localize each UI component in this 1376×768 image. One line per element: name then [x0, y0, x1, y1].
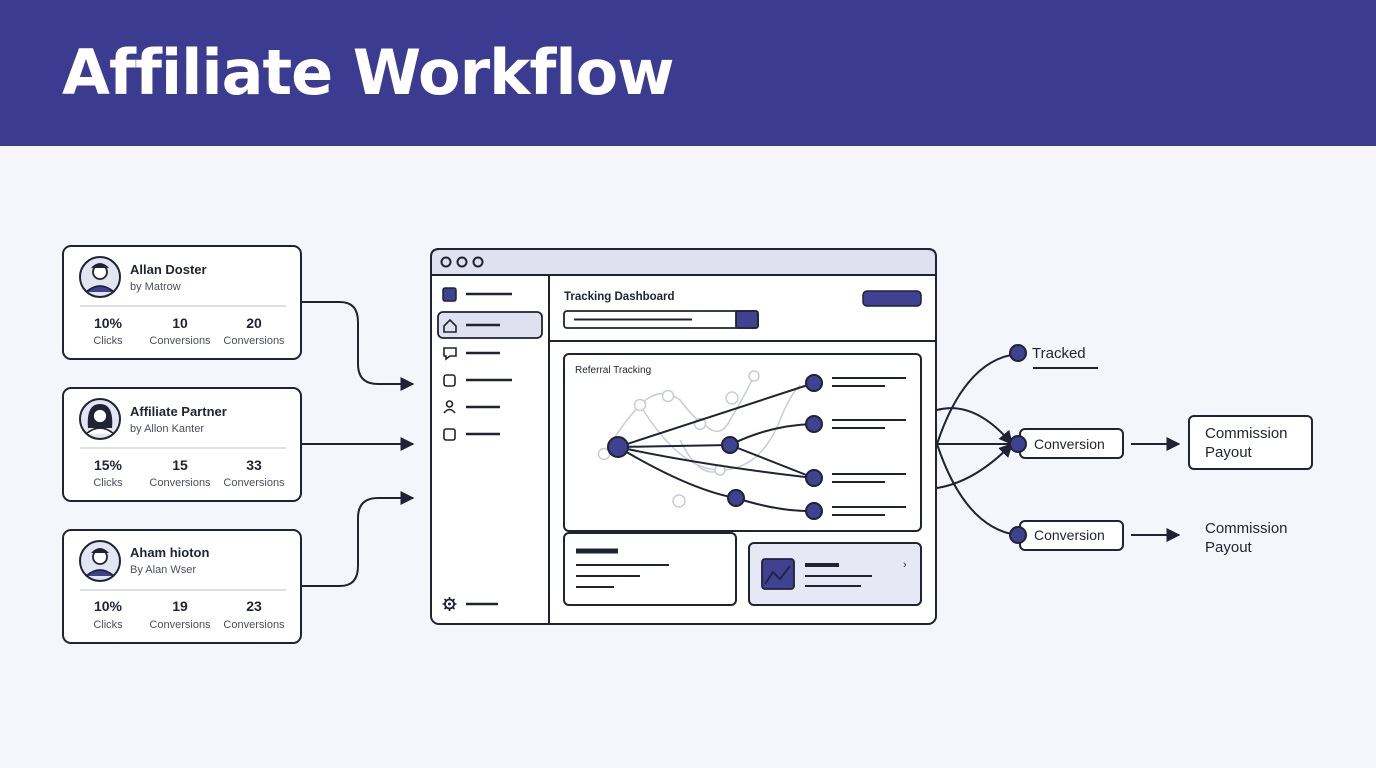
- panel-title: Referral Tracking: [575, 365, 651, 376]
- affiliate-sub: By Alan Wser: [130, 564, 196, 576]
- dashboard-sidebar: [437, 287, 543, 611]
- network-labels: [832, 377, 906, 516]
- network-node: [805, 415, 823, 433]
- network-node: [721, 436, 739, 454]
- sidebar-item-active[interactable]: [437, 311, 543, 339]
- outcome-connectors: [936, 353, 1018, 536]
- affiliate-card-3[interactable]: Aham hioton By Alan Wser 10% Clicks 19 C…: [62, 529, 302, 644]
- affiliate-name: Allan Doster: [130, 262, 207, 277]
- stat-value: 23: [246, 598, 262, 614]
- network-root-node: [607, 436, 629, 458]
- avatar-woman-icon: [79, 398, 121, 440]
- stat-value: 10: [172, 315, 188, 331]
- dashboard-title: Tracking Dashboard: [564, 291, 675, 303]
- analytics-card[interactable]: ›: [748, 542, 922, 606]
- sidebar-item[interactable]: [442, 287, 512, 302]
- sidebar-item[interactable]: [443, 374, 512, 387]
- stat-value: 10%: [94, 315, 123, 331]
- conversion-node-2[interactable]: Conversion: [1009, 520, 1124, 551]
- payout-label-line2: Payout: [1205, 539, 1253, 556]
- stat-label: Conversions: [149, 335, 211, 347]
- commission-payout-box-1[interactable]: Commission Payout: [1188, 415, 1313, 470]
- payout-label-line1: Commission: [1205, 520, 1288, 537]
- sidebar-settings[interactable]: [442, 597, 499, 611]
- home-icon: [443, 318, 457, 333]
- connector-arrow: [302, 301, 415, 391]
- gear-icon: [442, 597, 457, 611]
- stat-label: Conversions: [223, 619, 285, 631]
- conversion-label: Conversion: [1034, 436, 1105, 452]
- stat-label: Clicks: [93, 477, 123, 489]
- commission-payout-2: Commission Payout: [1205, 520, 1288, 556]
- affiliate-card-2[interactable]: Affiliate Partner by Allon Kanter 15% Cl…: [62, 387, 302, 502]
- window-dot-icon: [440, 256, 452, 268]
- stat-label: Conversions: [149, 619, 211, 631]
- payout-label-line1: Commission: [1205, 425, 1288, 442]
- stat-label: Conversions: [223, 335, 285, 347]
- stat-label: Clicks: [93, 619, 123, 631]
- network-node: [727, 489, 745, 507]
- line-chart-icon: [761, 558, 795, 590]
- network-node: [805, 374, 823, 392]
- window-titlebar: [430, 248, 937, 276]
- page-title: Affiliate Workflow: [62, 36, 674, 109]
- tracked-node: Tracked: [1009, 344, 1098, 369]
- network-node: [805, 502, 823, 520]
- payout-label-line2: Payout: [1205, 444, 1253, 461]
- stat-value: 20: [246, 315, 262, 331]
- affiliate-name: Aham hioton: [130, 545, 209, 560]
- stat-value: 15: [172, 457, 188, 473]
- avatar-man-icon: [79, 540, 121, 582]
- dashboard-search-bar[interactable]: [563, 310, 759, 329]
- conversion-label: Conversion: [1034, 527, 1105, 543]
- box-icon: [443, 428, 456, 441]
- affiliate-card-1[interactable]: Allan Doster by Matrow 10% Clicks 10 Con…: [62, 245, 302, 360]
- stat-value: 19: [172, 598, 188, 614]
- network-nodes: [607, 374, 823, 520]
- window-dot-icon: [472, 256, 484, 268]
- user-icon: [443, 400, 456, 414]
- header-banner: Affiliate Workflow: [0, 0, 1376, 146]
- stat-label: Conversions: [149, 477, 211, 489]
- stat-label: Clicks: [93, 335, 123, 347]
- affiliate-sub: by Allon Kanter: [130, 423, 204, 435]
- affiliate-name: Affiliate Partner: [130, 404, 227, 419]
- sidebar-item[interactable]: [443, 428, 500, 441]
- affiliate-sub: by Matrow: [130, 281, 181, 293]
- referral-tracking-panel: Referral Tracking: [563, 353, 922, 532]
- stat-label: Conversions: [223, 477, 285, 489]
- dashboard-action-button[interactable]: [862, 290, 922, 307]
- stat-value: 15%: [94, 457, 123, 473]
- conversion-node-1[interactable]: Conversion: [1009, 428, 1124, 459]
- folder-icon: [443, 374, 456, 387]
- chevron-right-icon[interactable]: ›: [903, 559, 907, 571]
- sidebar-item[interactable]: [443, 347, 500, 361]
- message-icon: [443, 347, 457, 361]
- tracked-label: Tracked: [1032, 345, 1086, 362]
- stat-value: 33: [246, 457, 262, 473]
- connector-arrow: [302, 491, 415, 587]
- avatar-man-icon: [79, 256, 121, 298]
- summary-card[interactable]: [563, 532, 737, 606]
- sidebar-item[interactable]: [443, 400, 500, 414]
- stat-value: 10%: [94, 598, 123, 614]
- window-dot-icon: [456, 256, 468, 268]
- square-icon: [442, 287, 457, 302]
- network-node: [805, 469, 823, 487]
